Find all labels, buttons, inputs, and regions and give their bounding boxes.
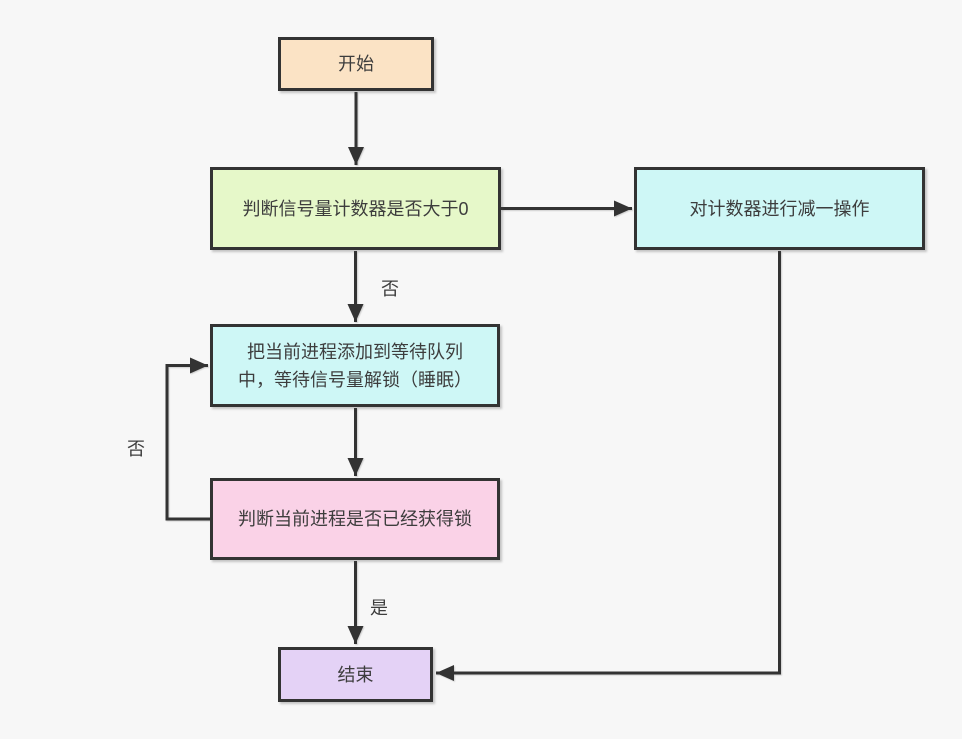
node-end: 结束 <box>278 647 433 702</box>
node-check-lock-label: 判断当前进程是否已经获得锁 <box>238 509 472 529</box>
edge-decrement-to-end <box>436 251 781 681</box>
edge-label-counter-not-positive: 否 <box>381 279 399 299</box>
node-start-label: 开始 <box>338 54 374 74</box>
node-start: 开始 <box>278 37 434 91</box>
node-decrement-counter: 对计数器进行减一操作 <box>634 167 925 250</box>
node-end-label: 结束 <box>337 664 374 685</box>
edge-label-lock-acquired: 是 <box>370 598 388 618</box>
node-check-lock: 判断当前进程是否已经获得锁 <box>210 478 500 560</box>
node-decrement-counter-label: 对计数器进行减一操作 <box>689 198 870 219</box>
edge-label-lock-not-acquired: 否 <box>127 439 145 459</box>
node-wait-queue: 把当前进程添加到等待队列中，等待信号量解锁（睡眠） <box>210 324 500 407</box>
node-wait-queue-label: 把当前进程添加到等待队列中，等待信号量解锁（睡眠） <box>238 341 472 390</box>
node-check-counter: 判断信号量计数器是否大于0 <box>210 167 501 250</box>
node-check-counter-label: 判断信号量计数器是否大于0 <box>242 198 469 219</box>
edge-check-lock-loop-to-wait-queue <box>165 357 210 521</box>
